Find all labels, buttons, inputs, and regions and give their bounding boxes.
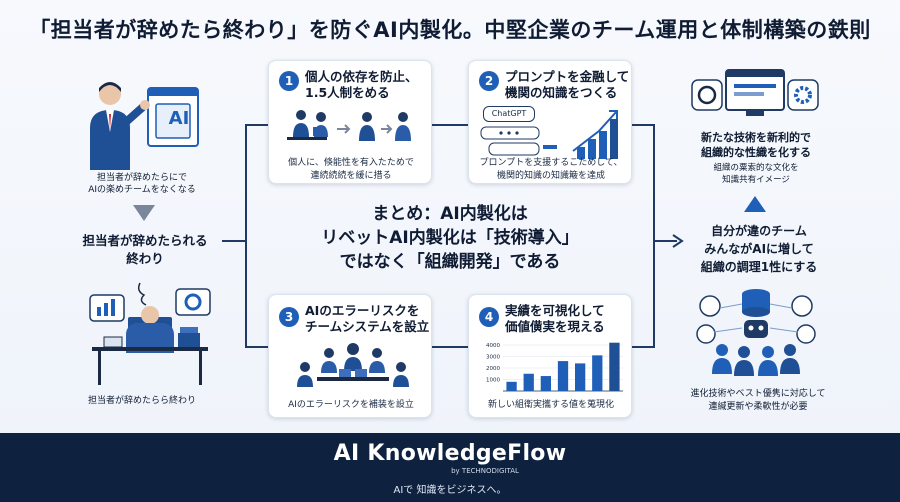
- card-step-4: 4 実績を可視化して 価値僙実を現える 4000 3000 2000 1000 新しい…: [468, 294, 632, 418]
- right-top-title-line: 組織的な性織を化する: [701, 146, 811, 159]
- left-top-caption-line: AIの楽めチームをなくなる: [88, 185, 196, 195]
- chart-bar: [575, 363, 586, 391]
- connector-line: [630, 124, 655, 126]
- summary-text: まとめ：AI内製化は リベットAI内製化は「技術導入」 ではなく「組織開発」であ…: [300, 202, 600, 274]
- card-caption: 個人に、倏能性を有入たためで 連続続続を緩に措る: [275, 157, 427, 183]
- card-title-line: プロンプトを金融して: [505, 69, 630, 84]
- right-middle-line: 組織の調理1性にする: [700, 260, 818, 274]
- chart-bar: [592, 355, 603, 391]
- card-title-line: 個人の依存を防止、: [305, 69, 418, 84]
- step-number-badge: 2: [479, 71, 499, 91]
- step-number-badge: 3: [279, 307, 299, 327]
- triangle-down-icon: [133, 205, 155, 221]
- overwhelmed-worker-illustration: [89, 282, 211, 385]
- prompt-growth-illustration: [480, 110, 618, 159]
- connector-line: [222, 240, 246, 242]
- connector-line: [430, 124, 470, 126]
- card-title-line: 1.5人制をめる: [305, 85, 390, 100]
- card-caption: AIのエラーリスクを補装を設立: [288, 400, 414, 410]
- right-top-caption-line: 知識共有イメージ: [722, 175, 790, 185]
- tech-screen-illustration: [691, 69, 819, 116]
- arrow-right-icon: [672, 234, 684, 248]
- chart-bar: [609, 342, 620, 391]
- right-top-caption-line: 組織の粟索的な文化を: [713, 163, 799, 173]
- left-top-caption: 担当者が辞めたらにで AIの楽めチームをなくなる: [62, 172, 222, 196]
- left-middle-line: 担当者が辞めたられる: [82, 233, 208, 248]
- left-middle-line: 終わり: [126, 251, 164, 266]
- left-bottom-caption: 担当者が辞めたらら終わり: [87, 396, 196, 406]
- card-caption-line: 個人に、倏能性を有入たためで: [288, 158, 414, 168]
- chat-bubble: ChatGPT: [483, 106, 535, 122]
- card-title-line: AIのエラーリスクを: [305, 303, 420, 318]
- chart-bar: [557, 361, 569, 391]
- y-tick-label: 2000: [486, 366, 500, 372]
- y-tick-label: 1000: [486, 378, 500, 384]
- value-bar-chart: 4000 3000 2000 1000: [486, 342, 623, 392]
- connector-line: [245, 124, 270, 126]
- card-title: プロンプトを金融して 機関の知識をつくる: [505, 69, 631, 101]
- left-top-caption-line: 担当者が辞めたらにで: [96, 173, 187, 183]
- right-middle-text: 自分が違のチーム みんながAIに増して 組織の調理1性にする: [676, 222, 842, 276]
- screen-ai-label: AI: [168, 108, 190, 129]
- summary-line: ではなく「組織開発」である: [339, 252, 561, 272]
- team-meeting-illustration: [297, 343, 409, 387]
- connector-line: [655, 240, 677, 242]
- card-step-1: 1 個人の依存を防止、 1.5人制をめる 個人に、倏能性を有入たためで 連続続続…: [268, 60, 432, 184]
- summary-line: リベットAI内製化は「技術導入」: [321, 228, 579, 248]
- step-number-badge: 1: [279, 71, 299, 91]
- connector-line: [653, 124, 655, 348]
- right-middle-line: みんながAIに増して: [704, 242, 814, 256]
- network-team-illustration: [696, 289, 816, 376]
- presenter-illustration: [90, 82, 199, 170]
- right-top-title-line: 新たな技術を新利的で: [701, 131, 811, 144]
- connector-line: [630, 346, 655, 348]
- card-caption-line: プロンプトを支援するこためして、: [479, 158, 623, 168]
- connector-line: [430, 346, 470, 348]
- brand-name: AI KnowledgeFlow: [333, 441, 567, 466]
- card-title: 個人の依存を防止、 1.5人制をめる: [305, 69, 429, 101]
- right-middle-line: 自分が違のチーム: [711, 224, 807, 238]
- y-tick-label: 4000: [486, 343, 500, 349]
- card-caption: 新しい組衛実攜する値を蒐現化: [487, 400, 614, 410]
- card-caption-line: 連続続続を緩に措る: [310, 171, 392, 181]
- card-title-line: 価値僙実を現える: [505, 319, 605, 334]
- left-middle-text: 担当者が辞めたられる 終わり: [60, 232, 230, 268]
- card-title: 実績を可視化して 価値僙実を現える: [505, 303, 631, 335]
- card-caption-line: 機関的知識の知識簸を達成: [496, 171, 605, 181]
- card-title-line: 機関の知識をつくる: [505, 85, 618, 100]
- y-tick-label: 3000: [486, 355, 500, 361]
- right-bottom-caption: 進化技術やベスト優隽に対応して 連緘更新や柔軟性が必要: [670, 388, 846, 414]
- card-caption: プロンプトを支援するこためして、 機関的知識の知識簸を達成: [475, 157, 627, 183]
- card-step-3: 3 AIのエラーリスクを チームシステムを設立 AIのエラーリスクを補装を設立: [268, 294, 432, 418]
- card-title: AIのエラーリスクを チームシステムを設立: [305, 303, 431, 335]
- team-desk-illustration: [287, 110, 411, 141]
- right-top-caption: 組織の粟索的な文化を 知識共有イメージ: [676, 162, 836, 186]
- connector-line: [245, 124, 247, 346]
- right-bottom-caption-line: 進化技術やベスト優隽に対応して: [690, 389, 826, 399]
- chart-bar: [540, 376, 551, 391]
- footer-banner: AI KnowledgeFlow by TECHNODIGITAL AIで 知識…: [0, 433, 900, 502]
- card-step-2: 2 プロンプトを金融して 機関の知識をつくる ChatGPT プロンプトを支援す…: [468, 60, 632, 184]
- card-title-line: チームシステムを設立: [305, 319, 430, 334]
- chart-bar: [523, 373, 534, 391]
- triangle-up-icon: [744, 196, 766, 212]
- brand-byline: by TECHNODIGITAL: [451, 467, 519, 475]
- step-number-badge: 4: [479, 307, 499, 327]
- summary-line: まとめ：AI内製化は: [372, 204, 528, 224]
- right-top-title: 新たな技術を新利的で 組織的な性織を化する: [676, 130, 836, 160]
- right-bottom-caption-line: 連緘更新や柔軟性が必要: [708, 402, 808, 412]
- card-title-line: 実績を可視化して: [505, 303, 605, 318]
- chart-bar: [506, 381, 517, 391]
- brand-tagline: AIで 知識をビジネスへ。: [393, 485, 507, 496]
- connector-line: [245, 346, 270, 348]
- page-title: 「担当者が辞めたら終わり」を防ぐAI内製化。中堅企業のチーム運用と体制構築の鉄則: [29, 18, 871, 42]
